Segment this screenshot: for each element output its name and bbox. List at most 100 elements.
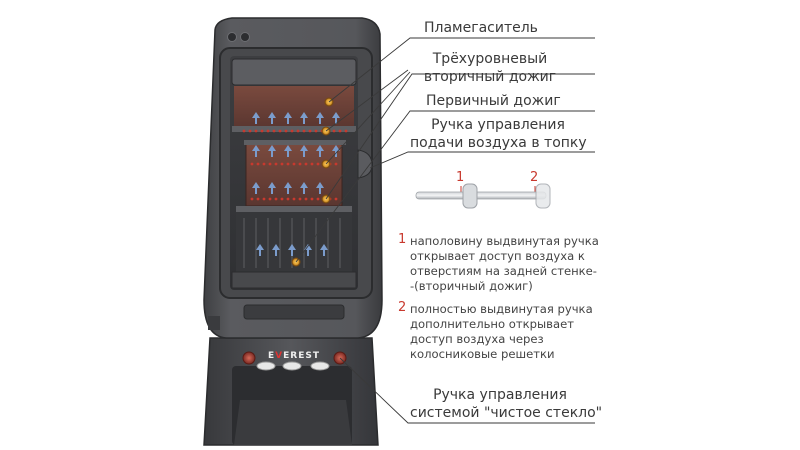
air-arrow: [268, 182, 276, 194]
ledge-upper: [232, 126, 356, 132]
note-2-number: 2: [398, 300, 407, 315]
air-arrow: [316, 182, 324, 194]
air-arrow: [272, 244, 280, 256]
air-hole: [262, 197, 266, 201]
air-hole: [280, 162, 284, 166]
air-hole: [286, 197, 290, 201]
note-2-line-1: полностью выдвинутая ручка: [410, 302, 593, 316]
label-secondary-burn-line-2: вторичный дожиг: [423, 69, 557, 85]
air-hole: [280, 197, 284, 201]
air-hole: [316, 197, 320, 201]
top-left-knob[interactable]: [227, 32, 237, 42]
air-hole: [292, 162, 296, 166]
air-arrow: [300, 145, 308, 157]
air-hole: [268, 162, 272, 166]
flame-arrester-plate: [231, 58, 357, 86]
air-arrow: [268, 145, 276, 157]
air-hole: [292, 197, 296, 201]
leader-air-control: [369, 151, 595, 169]
air-hole: [268, 197, 272, 201]
air-flow-arrows: [252, 112, 340, 256]
air-hole: [334, 197, 338, 201]
air-hole: [250, 162, 254, 166]
door-side-handle[interactable]: [357, 149, 373, 179]
ledge-lower: [236, 206, 352, 212]
handle-knob-position-1: [462, 183, 478, 209]
air-hole: [338, 129, 342, 133]
leader-lines: [295, 37, 595, 424]
air-hole: [272, 129, 276, 133]
air-hole: [304, 162, 308, 166]
air-arrow: [284, 112, 292, 124]
label-primary-burn: Первичный дожиг: [426, 93, 561, 109]
ledge-mid: [244, 140, 346, 145]
air-arrow: [316, 145, 324, 157]
air-hole: [266, 129, 270, 133]
air-hole: [296, 129, 300, 133]
air-arrow: [320, 244, 328, 256]
air-hole: [254, 129, 258, 133]
air-hole: [278, 129, 282, 133]
leader-primary: [295, 110, 595, 263]
note-2-text: полностью выдвинутая ручка дополнительно…: [410, 302, 610, 362]
air-hole: [290, 129, 294, 133]
air-arrow: [252, 112, 260, 124]
air-hole: [256, 197, 260, 201]
air-hole: [334, 162, 338, 166]
air-hole: [310, 162, 314, 166]
air-hole: [310, 197, 314, 201]
note-1-line-4: -(вторичный дожиг): [410, 279, 533, 293]
air-hole: [284, 129, 288, 133]
air-arrow: [252, 182, 260, 194]
label-air-control-line-1: Ручка управления: [431, 117, 565, 133]
ash-drawer-handles[interactable]: [256, 361, 330, 371]
label-clean-glass-line-2: системой "чистое стекло": [410, 405, 603, 421]
air-hole: [274, 162, 278, 166]
ash-drawer-floor: [234, 400, 352, 445]
air-arrow: [284, 182, 292, 194]
firebox-back-wall: [234, 86, 354, 128]
air-hole: [316, 162, 320, 166]
air-hole: [274, 197, 278, 201]
leader-flame-arrester: [328, 37, 595, 103]
air-hole: [298, 162, 302, 166]
air-arrow: [256, 244, 264, 256]
position-number-1: 1: [456, 170, 465, 185]
note-1-number: 1: [398, 232, 407, 247]
brand-logo: EVEREST: [268, 351, 320, 361]
note-1-line-2: открывает доступ воздуха к: [410, 249, 585, 263]
top-right-knob[interactable]: [240, 32, 250, 42]
clean-glass-knob-left[interactable]: [242, 351, 256, 365]
air-hole: [314, 129, 318, 133]
air-arrow: [284, 145, 292, 157]
handle-knob-position-2: [535, 183, 551, 209]
air-hole: [260, 129, 264, 133]
note-2-line-2: дополнительно открывает: [410, 317, 574, 331]
air-hole: [344, 129, 348, 133]
note-1-line-1: наполовину выдвинутая ручка: [410, 234, 599, 248]
label-clean-glass-line-1: Ручка управления: [433, 387, 567, 403]
air-arrow: [288, 244, 296, 256]
leader-secondary-top: [325, 69, 409, 132]
grate-bars: [243, 218, 341, 268]
air-hole: [308, 129, 312, 133]
air-arrow: [252, 145, 260, 157]
air-hole: [304, 197, 308, 201]
leader-secondary-mid: [325, 71, 411, 165]
label-clean-glass: Ручка управления системой "чистое стекло…: [410, 386, 603, 422]
handle-rod: [415, 191, 547, 200]
door-latch-bar[interactable]: [243, 304, 345, 320]
air-hole: [262, 162, 266, 166]
air-hole: [298, 197, 302, 201]
air-arrow: [268, 112, 276, 124]
leader-clean-glass: [339, 357, 595, 424]
air-hole: [286, 162, 290, 166]
position-number-2: 2: [530, 170, 539, 185]
label-secondary-burn: Трёхуровневый вторичный дожиг: [416, 50, 564, 86]
note-1-text: наполовину выдвинутая ручка открывает до…: [410, 234, 610, 294]
air-arrow: [316, 112, 324, 124]
air-hole: [242, 129, 246, 133]
air-arrow: [300, 182, 308, 194]
leader-secondary-low: [325, 73, 595, 200]
